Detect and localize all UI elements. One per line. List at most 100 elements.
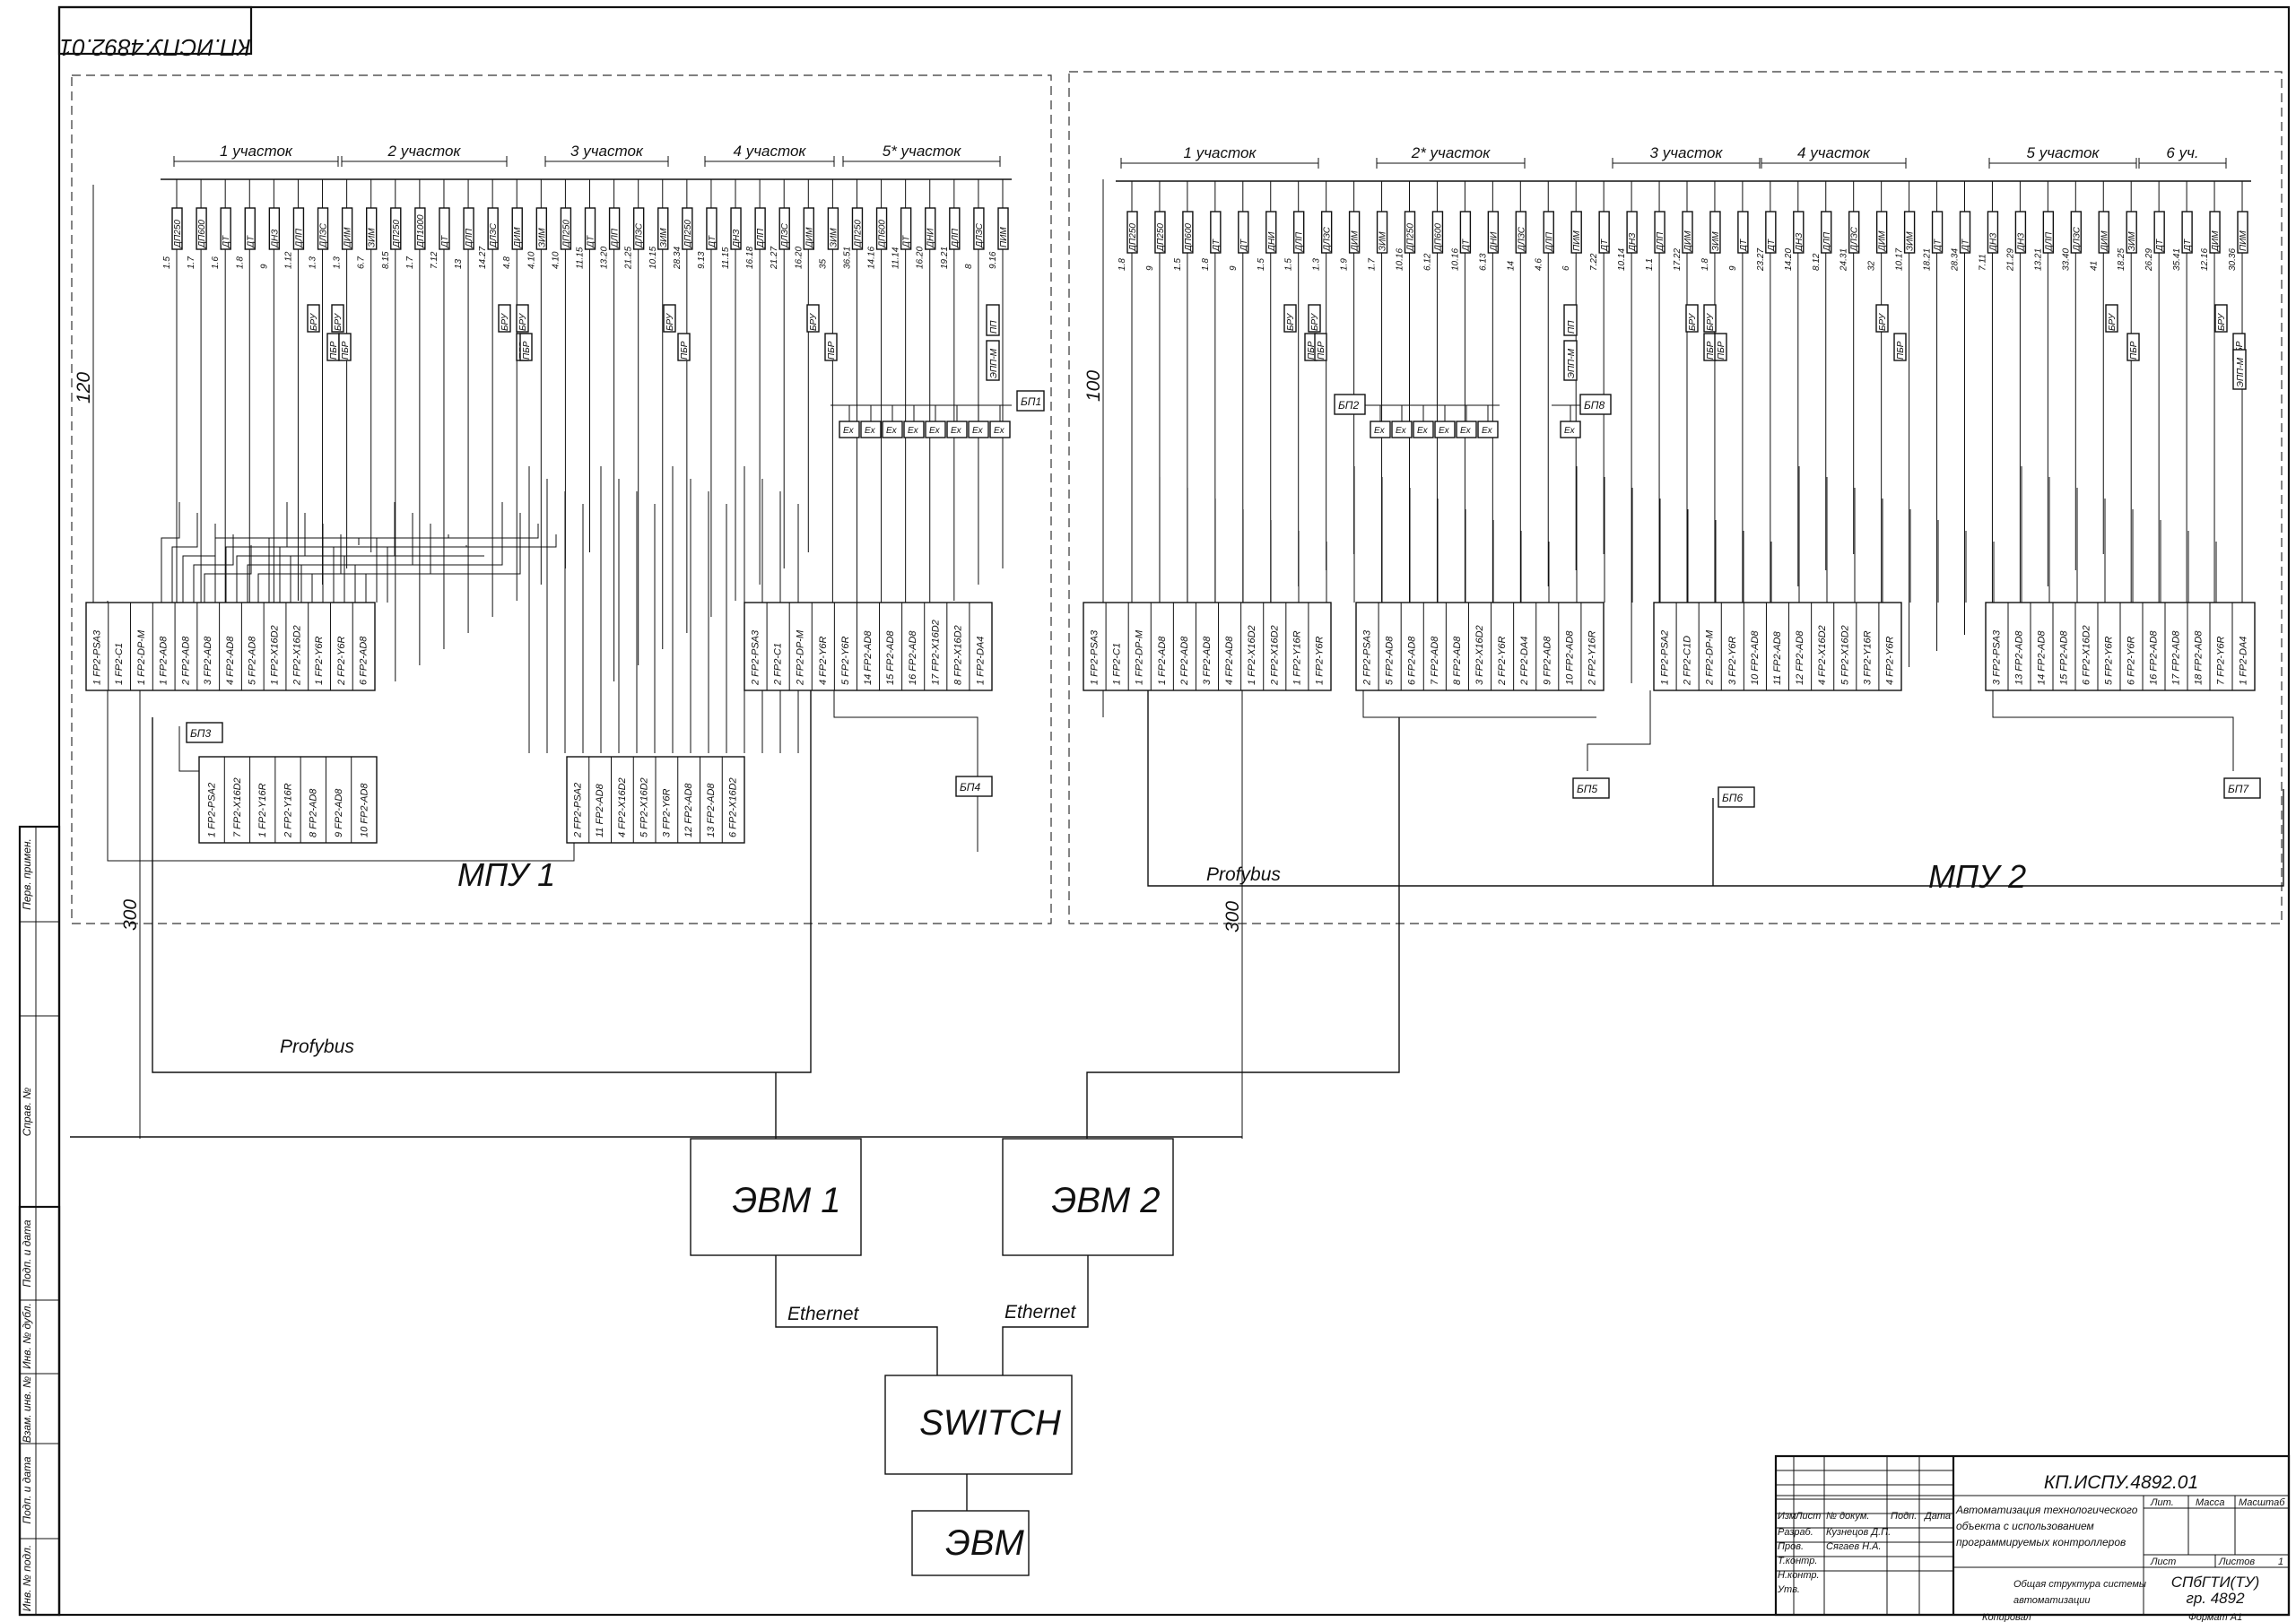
rack-module: 4 FP2-Y6R [1884, 637, 1895, 685]
bp-tag-label: БП2 [1338, 399, 1360, 412]
sensor-box [511, 207, 523, 250]
sensor-label: ДЛП [465, 228, 474, 248]
sensor-box [900, 207, 912, 250]
relay-label: БРУ [1706, 312, 1716, 331]
ex-label: Ex [1482, 426, 1493, 436]
mpu1-relay-blocks: БРУПБРБРУПБРБРУПБРБРУПБРБРУПБРБРУПБРППЭП… [307, 304, 1000, 381]
rack-module: 1 FP2-X16D2 [270, 625, 281, 685]
sensor-label: ДП600 [197, 220, 207, 248]
ex-label: Ex [1374, 426, 1386, 436]
evm2-box[interactable] [1002, 1138, 1174, 1256]
rack-module: 13 FP2-AD8 [2014, 630, 2025, 685]
sensor-box [949, 207, 961, 250]
sensor-label: ДНЗ [1628, 233, 1638, 252]
ethernet-links: Ethernet Ethernet [775, 1255, 1089, 1511]
sensor-box [1903, 211, 1916, 254]
side-stamp-label: Инв. № подл. [21, 1545, 33, 1611]
address-label: 1.3 [1312, 258, 1322, 271]
address-label: 8.15 [381, 251, 391, 269]
sensor-label: ДТ [1461, 239, 1471, 252]
sensor-label: ЗИМ [2127, 231, 2137, 251]
sensor-box [487, 207, 499, 250]
stamp-code: КП.ИСПУ.4892.01 [59, 34, 250, 61]
relay-label: ПБР [341, 341, 351, 360]
bp-tag-label: БП4 [960, 781, 981, 794]
name-cell: Сягаев Н.А. [1826, 1541, 1882, 1552]
sensor-box [220, 207, 231, 250]
address-label: 12.16 [2200, 248, 2210, 271]
sensor-label: ДЛП [1656, 231, 1665, 252]
rack-module: 2 FP2-PSA3 [751, 629, 761, 686]
sensor-label: ДЛП [1822, 231, 1832, 252]
rack-module: 1 FP2-PSA2 [1660, 630, 1671, 685]
address-label: 4.6 [1534, 258, 1544, 271]
sensor-label: ДИМ [2211, 230, 2221, 252]
relay-label: ПБР [329, 341, 339, 360]
mpu2-wiring [1131, 466, 2234, 771]
rack-module: 1 FP2-Y16R [257, 783, 268, 837]
address-label: 6.13 [1478, 253, 1488, 271]
rack-module: 2 FP2-DA4 [1519, 637, 1530, 686]
relay-box [331, 304, 344, 333]
copied-label: Копировал [1982, 1612, 2031, 1622]
address-label: 30.36 [2228, 248, 2238, 271]
address-label: 10.15 [648, 247, 658, 269]
rack-module: 10 FP2-AD8 [359, 783, 370, 837]
sensor-label: ДП1000 [416, 214, 426, 248]
address-label: 1.5 [162, 256, 172, 269]
address-label: 18.25 [2117, 248, 2126, 271]
sensor-box [1238, 211, 1249, 254]
section-label: 5* участок [883, 143, 961, 160]
subtitle-line: автоматизации [2013, 1595, 2090, 1606]
sensor-box [463, 207, 474, 250]
sensor-box [754, 207, 766, 250]
sensor-box [1959, 211, 1971, 254]
sensor-box [851, 207, 864, 250]
address-label: 7.22 [1589, 253, 1599, 271]
evm-box[interactable] [911, 1510, 1030, 1576]
address-label: 7.12 [430, 251, 439, 269]
rack-mpu2-2 [1355, 602, 1605, 691]
address-label: 6.12 [1422, 253, 1432, 271]
rack-module: 18 FP2-AD8 [2194, 630, 2205, 685]
address-label: 1.3 [333, 256, 343, 269]
sensor-label: ДП250 [1156, 223, 1166, 252]
sensor-box [803, 207, 814, 250]
relay-label: БРУ [665, 312, 675, 331]
sensor-label: ЗИМ [1711, 231, 1721, 251]
rack-module: 15 FP2-AD8 [885, 630, 896, 685]
sensor-label: ДНЗ [732, 230, 742, 248]
sensor-label: ДТ [2183, 239, 2193, 252]
address-label: 14.16 [867, 247, 877, 269]
rack-module: 1 FP2-DP-M [136, 629, 147, 685]
address-label: 19.21 [940, 247, 950, 269]
sensor-box [292, 207, 305, 250]
profibus-label-2: Profybus [1206, 864, 1281, 885]
switch-box[interactable] [884, 1375, 1073, 1475]
relay-box [2214, 304, 2228, 333]
sensor-label: ЗИМ [1906, 231, 1916, 251]
pp-label: ПП [989, 320, 999, 334]
sensor-label: ДЛЗС [2072, 226, 2082, 252]
sensor-box [657, 207, 669, 250]
org-line: СПбГТИ(ТУ) [2171, 1574, 2260, 1591]
rack-module: 4 FP2-Y6R [818, 637, 829, 685]
rack-module: 2 FP2-Y6R [336, 637, 347, 686]
ex-label: Ex [1439, 426, 1450, 436]
ex-label: Ex [908, 426, 919, 436]
head-col: Лит. [2150, 1497, 2174, 1508]
sensor-box [1737, 211, 1749, 254]
sensor-label: ДТ [1767, 239, 1777, 252]
side-stamp-label: Взам. инв. № [21, 1376, 33, 1443]
sensor-label: ДТ [440, 235, 450, 248]
sensor-box [560, 207, 572, 250]
evm1-box[interactable] [690, 1138, 862, 1256]
rack-module: 7 FP2-X16D2 [232, 777, 243, 837]
rack-module: 3 FP2-Y6R [661, 789, 672, 837]
relay-label: БРУ [500, 312, 510, 331]
rack-module: 5 FP2-AD8 [248, 636, 258, 685]
address-label: 36.51 [842, 247, 852, 269]
ex-label: Ex [1417, 426, 1429, 436]
